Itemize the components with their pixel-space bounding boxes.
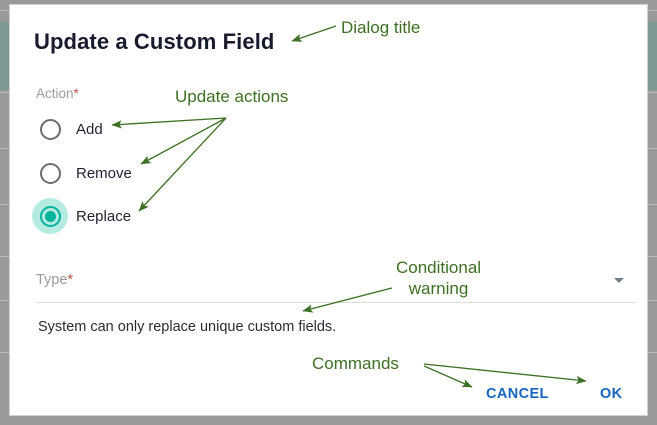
page-title: Update a Custom Field	[34, 29, 275, 54]
type-label-text: Type	[36, 272, 68, 288]
radio-dot	[44, 210, 56, 222]
radio-ring	[39, 118, 61, 140]
gutter-tick	[648, 10, 657, 11]
gutter-tick	[648, 148, 657, 149]
gutter-tick	[0, 352, 9, 353]
type-field-label: Type*	[36, 272, 73, 288]
update-custom-field-dialog: Update a Custom Field Action* Add Remove	[9, 4, 648, 416]
gutter-tick	[0, 10, 9, 11]
radio-option-remove[interactable]: Remove	[32, 155, 132, 191]
action-field-label: Action*	[36, 86, 79, 101]
radio-option-add[interactable]: Add	[32, 111, 103, 147]
gutter-tick	[648, 204, 657, 205]
gutter-tick	[0, 256, 9, 257]
gutter-tick	[648, 256, 657, 257]
ok-button[interactable]: OK	[600, 386, 623, 402]
scrollbar-thumb[interactable]	[648, 22, 657, 90]
radio-replace-label: Replace	[76, 207, 132, 225]
scrollbar-thumb[interactable]	[0, 22, 9, 90]
chevron-down-icon[interactable]	[614, 278, 624, 283]
radio-replace-icon[interactable]	[32, 198, 68, 234]
action-label-text: Action	[36, 86, 74, 101]
gutter-tick	[648, 300, 657, 301]
gutter-tick	[648, 92, 657, 93]
window-bottom-edge	[0, 416, 657, 425]
type-select[interactable]	[36, 267, 636, 303]
gutter-tick	[0, 148, 9, 149]
radio-dot	[45, 168, 56, 179]
radio-add-icon[interactable]	[32, 111, 68, 147]
type-underline	[36, 302, 636, 303]
required-asterisk: *	[67, 272, 74, 288]
radio-dot	[45, 124, 56, 135]
gutter-tick	[648, 352, 657, 353]
cancel-button[interactable]: CANCEL	[486, 386, 549, 402]
radio-add-label: Add	[76, 120, 103, 138]
radio-remove-icon[interactable]	[32, 155, 68, 191]
gutter-tick	[0, 204, 9, 205]
left-scrollbar-gutter[interactable]	[0, 0, 9, 425]
gutter-tick	[0, 92, 9, 93]
right-scrollbar-gutter[interactable]	[648, 0, 657, 425]
radio-ring	[39, 205, 61, 227]
conditional-warning-text: System can only replace unique custom fi…	[38, 319, 337, 335]
radio-remove-label: Remove	[76, 164, 132, 182]
gutter-tick	[0, 300, 9, 301]
radio-ring	[39, 162, 61, 184]
window-top-edge	[0, 0, 657, 4]
required-asterisk: *	[73, 86, 79, 101]
radio-option-replace[interactable]: Replace	[32, 198, 131, 234]
